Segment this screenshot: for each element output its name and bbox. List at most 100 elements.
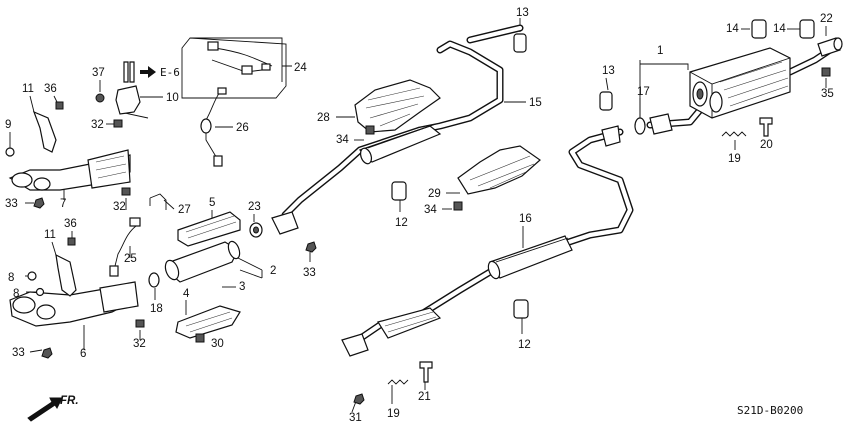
hanger-13a xyxy=(513,33,527,53)
reference-code: E-6 xyxy=(160,66,180,79)
primary-converter-lower xyxy=(164,240,241,283)
part-label-18: 18 xyxy=(150,303,163,315)
part-label-25: 25 xyxy=(124,253,137,265)
bolt-34b xyxy=(453,201,463,211)
part-label-36b: 36 xyxy=(64,218,77,230)
resonator-upper xyxy=(358,123,442,165)
part-label-20: 20 xyxy=(760,139,773,151)
reference-arrow-icon xyxy=(140,66,156,78)
part-label-3: 3 xyxy=(239,281,245,293)
nut-32c xyxy=(135,319,145,328)
spring-19-lower xyxy=(387,379,409,385)
part-label-35: 35 xyxy=(821,88,834,100)
hanger-14a xyxy=(751,19,767,39)
part-label-21: 21 xyxy=(418,391,431,403)
part-label-2: 2 xyxy=(270,265,276,277)
nut-31 xyxy=(353,393,365,405)
heat-shield-29 xyxy=(457,145,541,195)
nut-32a xyxy=(113,119,123,128)
part-label-27: 27 xyxy=(178,204,191,216)
bolt-35 xyxy=(821,67,831,77)
exhaust-manifold-upper xyxy=(8,149,131,191)
part-label-14a: 14 xyxy=(726,23,739,35)
washer-8a xyxy=(27,271,37,281)
hanger-12a xyxy=(391,181,407,201)
part-label-19a: 19 xyxy=(728,153,741,165)
resonator-lower xyxy=(487,235,573,280)
part-label-12a: 12 xyxy=(395,217,408,229)
flange-muffler xyxy=(649,113,673,135)
bolt-34a xyxy=(365,125,375,135)
exhaust-tip xyxy=(817,37,843,57)
primary-converter-upper xyxy=(177,211,241,247)
bolt-20 xyxy=(759,117,773,137)
bolt-36a xyxy=(55,101,64,110)
bolt-36b xyxy=(67,237,76,246)
part-label-19b: 19 xyxy=(387,408,400,420)
washer-9 xyxy=(5,147,15,157)
part-label-12b: 12 xyxy=(518,339,531,351)
part-label-36a: 36 xyxy=(44,83,57,95)
gasket-18 xyxy=(148,272,160,288)
part-label-29: 29 xyxy=(428,188,441,200)
flange-16 xyxy=(341,333,369,357)
part-label-33c: 33 xyxy=(12,347,25,359)
bracket-lower xyxy=(55,253,77,297)
part-label-7: 7 xyxy=(60,198,66,210)
part-label-8b: 8 xyxy=(13,288,19,300)
part-label-6: 6 xyxy=(80,348,86,360)
oxygen-sensor-kit xyxy=(207,41,273,75)
nut-33c xyxy=(41,347,53,359)
part-label-33a: 33 xyxy=(5,198,18,210)
bolt-21 xyxy=(419,361,433,383)
part-label-32c: 32 xyxy=(133,338,146,350)
part-label-5: 5 xyxy=(209,197,215,209)
oxygen-sensor-25 xyxy=(109,217,141,277)
front-direction-arrow-icon xyxy=(27,397,63,422)
front-label: FR. xyxy=(60,395,79,407)
part-label-9: 9 xyxy=(5,119,11,131)
hanger-14b xyxy=(799,19,815,39)
oxygen-sensor-26 xyxy=(200,87,227,167)
spring-19-upper xyxy=(721,131,747,137)
heat-shield-28 xyxy=(354,79,441,133)
stud-37 xyxy=(95,61,135,103)
bracket-10 xyxy=(115,85,141,115)
part-label-33b: 33 xyxy=(303,267,316,279)
fasteners xyxy=(5,67,831,405)
part-label-24: 24 xyxy=(294,62,307,74)
diagram-code: S21D-B0200 xyxy=(737,404,803,417)
part-label-22: 22 xyxy=(820,13,833,25)
washer-8b xyxy=(35,287,45,297)
part-label-32a: 32 xyxy=(91,119,104,131)
bracket-27 xyxy=(149,193,167,210)
part-label-32b: 32 xyxy=(113,201,126,213)
main-muffler xyxy=(689,47,791,119)
nut-33a xyxy=(33,197,45,209)
hanger-13b xyxy=(599,91,613,111)
part-label-28: 28 xyxy=(317,112,330,124)
bolt-30 xyxy=(195,333,205,343)
bracket-upper xyxy=(32,110,57,153)
flange-mid xyxy=(601,125,621,147)
flange-15 xyxy=(271,211,299,235)
part-label-13a: 13 xyxy=(516,7,529,19)
part-label-26: 26 xyxy=(236,122,249,134)
nut-32b xyxy=(121,187,131,196)
part-label-30: 30 xyxy=(211,338,224,350)
lower-heat-shield xyxy=(175,305,241,339)
part-label-16: 16 xyxy=(519,213,532,225)
part-labels: 1 2 3 4 5 6 7 8 8 9 10 11 11 12 12 13 13… xyxy=(5,7,834,424)
gasket-17 xyxy=(634,117,646,135)
part-label-34a: 34 xyxy=(336,134,349,146)
part-label-11a: 11 xyxy=(22,83,34,95)
part-label-17: 17 xyxy=(637,86,650,98)
nut-33b xyxy=(305,241,317,253)
part-label-31: 31 xyxy=(349,412,362,424)
catalytic-converter-lower xyxy=(377,307,442,339)
part-label-11b: 11 xyxy=(44,229,56,241)
part-label-37: 37 xyxy=(92,67,105,79)
hanger-12b xyxy=(513,299,529,319)
part-label-4: 4 xyxy=(183,288,190,300)
